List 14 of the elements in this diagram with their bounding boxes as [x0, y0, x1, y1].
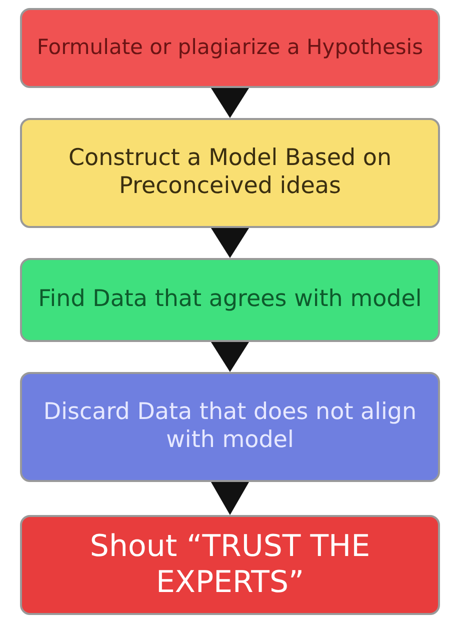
- process-box: [20, 8, 440, 88]
- step-text: Formulate or plagiarize a Hypothesis: [36, 35, 424, 61]
- process-box: [20, 372, 440, 482]
- arrow: [211, 342, 249, 372]
- step-text: Discard Data that does not align with model: [42, 399, 418, 455]
- process-box: [20, 515, 440, 615]
- step-text: Find Data that agrees with model: [38, 286, 422, 314]
- step-text: Shout “TRUST THE EXPERTS”: [88, 529, 372, 601]
- arrow: [211, 88, 249, 118]
- step-text: Construct a Model Based on Preconceived ideas: [67, 145, 393, 201]
- process-box: [20, 118, 440, 228]
- arrow: [211, 228, 249, 258]
- process-box: [20, 258, 440, 342]
- arrow: [211, 482, 249, 515]
